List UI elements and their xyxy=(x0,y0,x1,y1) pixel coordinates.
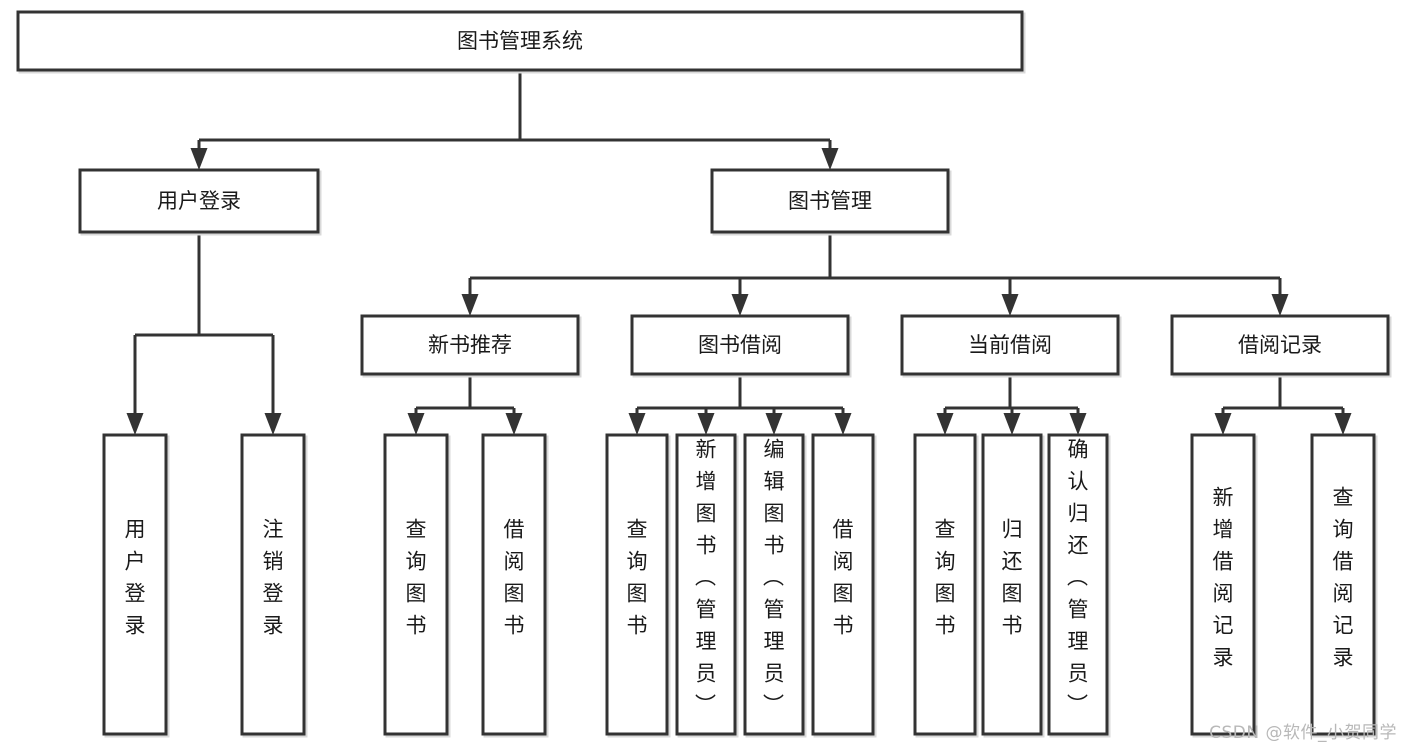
node-leaf-query-book-recommend[interactable]: 查询图书 xyxy=(383,433,451,738)
connector-group-book-manage xyxy=(461,232,1289,316)
node-leaf-user-login[interactable]: 用户登录 xyxy=(102,433,170,738)
node-box xyxy=(383,433,449,736)
node-label: 用户登录 xyxy=(125,518,146,638)
node-borrow-record[interactable]: 借阅记录 xyxy=(1170,314,1392,378)
connector-group-borrow-record xyxy=(1214,374,1352,435)
node-box xyxy=(102,433,168,736)
node-label: 用户登录 xyxy=(157,189,241,213)
node-label: 编辑图书（管理员） xyxy=(763,438,785,718)
node-leaf-borrow-book-recommend[interactable]: 借阅图书 xyxy=(481,433,549,738)
node-label: 借阅图书 xyxy=(833,518,854,638)
arrow-head-icon xyxy=(628,413,646,435)
node-label: 借阅图书 xyxy=(504,518,525,638)
node-label: 新增图书（管理员） xyxy=(695,438,717,718)
arrow-head-icon xyxy=(461,294,479,316)
node-book-manage[interactable]: 图书管理 xyxy=(710,168,952,236)
node-box xyxy=(900,314,1120,376)
node-box xyxy=(481,433,547,736)
arrow-head-icon xyxy=(264,413,282,435)
node-label: 图书管理系统 xyxy=(457,29,583,53)
node-box xyxy=(1047,433,1109,736)
node-box xyxy=(605,433,669,736)
node-box xyxy=(1310,433,1376,736)
arrow-head-icon xyxy=(834,413,852,435)
watermark: CSDN @软件_小贺同学 xyxy=(1209,723,1397,743)
node-box xyxy=(1190,433,1256,736)
node-leaf-query-borrow-record[interactable]: 查询借阅记录 xyxy=(1310,433,1378,738)
node-user-login[interactable]: 用户登录 xyxy=(78,168,322,236)
node-box xyxy=(240,433,306,736)
node-label: 注销登录 xyxy=(263,518,284,638)
node-box xyxy=(360,314,580,376)
arrow-head-icon xyxy=(1003,413,1021,435)
node-leaf-edit-book[interactable]: 编辑图书（管理员） xyxy=(743,433,807,738)
node-label: 图书管理 xyxy=(788,189,872,213)
node-box xyxy=(811,433,875,736)
node-label: 查询借阅记录 xyxy=(1333,486,1354,670)
node-leaf-query-book-current[interactable]: 查询图书 xyxy=(913,433,979,738)
node-book-borrow[interactable]: 图书借阅 xyxy=(630,314,852,378)
node-leaf-add-borrow-record[interactable]: 新增借阅记录 xyxy=(1190,433,1258,738)
node-leaf-confirm-return[interactable]: 确认归还（管理员） xyxy=(1047,433,1111,738)
node-leaf-borrow-book[interactable]: 借阅图书 xyxy=(811,433,877,738)
node-box xyxy=(78,168,320,234)
node-label: 新增借阅记录 xyxy=(1213,486,1234,670)
node-leaf-user-logout[interactable]: 注销登录 xyxy=(240,433,308,738)
arrow-head-icon xyxy=(697,413,715,435)
node-label: 查询图书 xyxy=(406,518,427,638)
connector-group-new-book-recommend xyxy=(407,374,523,435)
node-box xyxy=(1170,314,1390,376)
connector-group-user-login xyxy=(126,232,282,435)
arrow-head-icon xyxy=(407,413,425,435)
arrow-head-icon xyxy=(731,294,749,316)
node-box xyxy=(16,10,1024,72)
node-label: 归还图书 xyxy=(1002,518,1023,638)
node-box xyxy=(913,433,977,736)
node-label: 当前借阅 xyxy=(968,333,1052,357)
node-label: 查询图书 xyxy=(935,518,956,638)
arrow-head-icon xyxy=(821,148,839,170)
node-box xyxy=(981,433,1043,736)
node-box xyxy=(630,314,850,376)
arrow-head-icon xyxy=(505,413,523,435)
node-label: 查询图书 xyxy=(627,518,648,638)
node-box xyxy=(710,168,950,234)
arrow-head-icon xyxy=(190,148,208,170)
arrow-head-icon xyxy=(1271,294,1289,316)
connector-group-book-borrow xyxy=(628,374,852,435)
node-label: 确认归还（管理员） xyxy=(1067,438,1089,718)
node-box xyxy=(743,433,805,736)
arrow-head-icon xyxy=(1334,413,1352,435)
node-label: 图书借阅 xyxy=(698,333,782,357)
node-leaf-query-book-borrow[interactable]: 查询图书 xyxy=(605,433,671,738)
node-label: 借阅记录 xyxy=(1238,333,1322,357)
node-layer: 图书管理系统用户登录图书管理新书推荐图书借阅当前借阅借阅记录用户登录注销登录查询… xyxy=(16,10,1392,738)
node-root[interactable]: 图书管理系统 xyxy=(16,10,1026,74)
arrow-head-icon xyxy=(1214,413,1232,435)
node-current-borrow[interactable]: 当前借阅 xyxy=(900,314,1122,378)
arrow-head-icon xyxy=(936,413,954,435)
node-box xyxy=(675,433,737,736)
node-leaf-add-book[interactable]: 新增图书（管理员） xyxy=(675,433,739,738)
arrow-head-icon xyxy=(1069,413,1087,435)
arrow-head-icon xyxy=(765,413,783,435)
arrow-head-icon xyxy=(126,413,144,435)
connector-group-root xyxy=(190,70,839,170)
connector-layer xyxy=(126,70,1352,435)
node-label: 新书推荐 xyxy=(428,333,512,357)
node-new-book-recommend[interactable]: 新书推荐 xyxy=(360,314,582,378)
connector-group-current-borrow xyxy=(936,374,1087,435)
node-leaf-return-book[interactable]: 归还图书 xyxy=(981,433,1045,738)
arrow-head-icon xyxy=(1001,294,1019,316)
